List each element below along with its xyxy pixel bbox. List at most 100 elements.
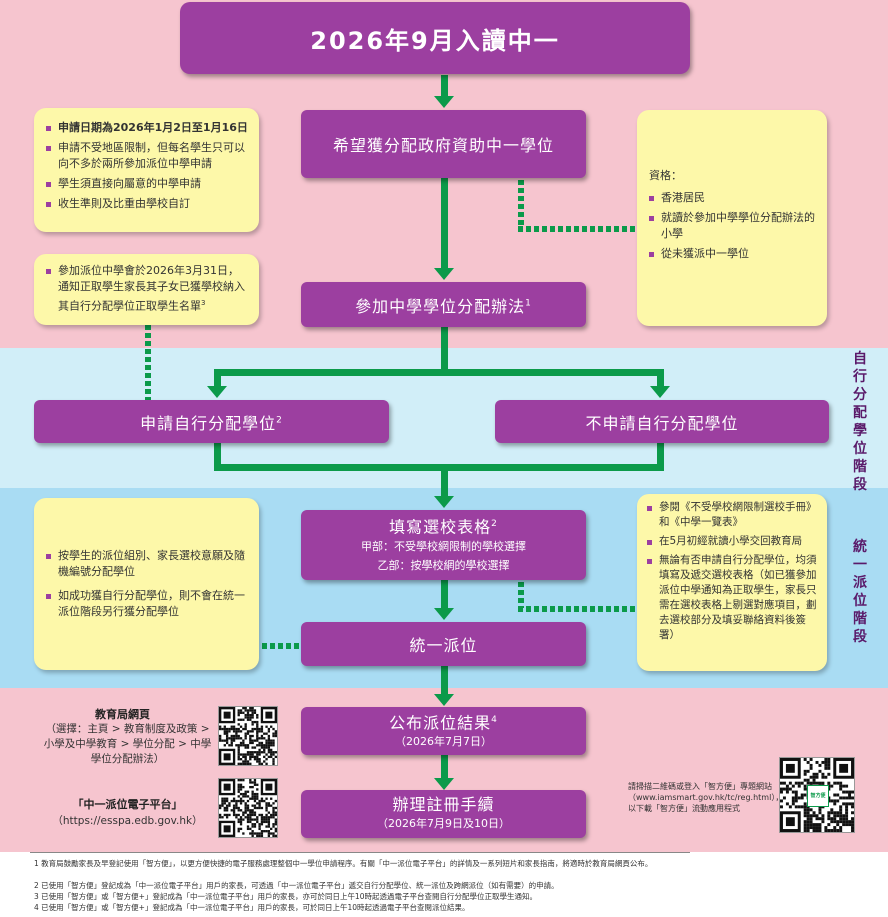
iamsmart-qr-code[interactable]: 智方便 bbox=[779, 757, 855, 833]
qr-module bbox=[239, 744, 243, 747]
qr-module bbox=[833, 829, 837, 832]
qr-module bbox=[265, 818, 268, 821]
register-step-label: 辦理註冊手續 bbox=[392, 795, 495, 814]
qr-module bbox=[242, 744, 245, 747]
qr-module bbox=[263, 737, 266, 740]
qr-module bbox=[235, 730, 238, 733]
qr-module bbox=[246, 713, 250, 717]
edb-website-title: 教育局網頁 bbox=[95, 708, 150, 721]
qr-module bbox=[265, 809, 268, 812]
qr-module bbox=[239, 758, 243, 761]
cp-stage-label: 統一派位階段 bbox=[853, 539, 867, 645]
qr-module bbox=[235, 799, 238, 803]
qr-module bbox=[845, 823, 849, 827]
qr-module bbox=[256, 751, 259, 754]
qr-module bbox=[239, 820, 243, 824]
qr-module bbox=[235, 804, 238, 807]
qr-module bbox=[274, 834, 277, 837]
qr-module bbox=[251, 834, 254, 837]
qr-module bbox=[839, 781, 843, 785]
qr-module bbox=[232, 734, 236, 738]
qr-module bbox=[842, 823, 846, 827]
qr-module bbox=[785, 787, 789, 791]
qr-module bbox=[821, 760, 825, 764]
qr-module bbox=[251, 813, 254, 817]
qr-module bbox=[237, 711, 240, 714]
qr-module bbox=[270, 744, 273, 747]
qr-module bbox=[272, 741, 275, 745]
qr-module bbox=[249, 779, 252, 782]
note-item: 無論有否申請自行分配學位，均須填寫及遞交選校表格（如已獲參加派位中學通知為正取學… bbox=[647, 553, 819, 643]
qr-module bbox=[239, 823, 243, 826]
qr-module bbox=[272, 758, 275, 761]
qr-module bbox=[253, 779, 257, 782]
qr-module bbox=[270, 797, 273, 800]
qr-module bbox=[242, 711, 245, 714]
esspa-url[interactable]: （https://esspa.edb.gov.hk） bbox=[52, 815, 203, 827]
arrow-to-central bbox=[434, 608, 454, 620]
qr-module bbox=[251, 727, 254, 731]
qr-module bbox=[265, 806, 268, 810]
qr-module bbox=[265, 820, 268, 824]
connector-merge-horizontal bbox=[214, 464, 664, 471]
qr-module bbox=[249, 755, 252, 759]
qr-module bbox=[851, 796, 854, 800]
qr-module bbox=[809, 817, 813, 821]
qr-module bbox=[251, 751, 254, 754]
qr-module bbox=[788, 787, 792, 791]
qr-module bbox=[803, 820, 807, 824]
qr-module bbox=[827, 772, 831, 776]
qr-module bbox=[267, 832, 271, 835]
qr-module bbox=[827, 823, 831, 827]
edb-qr-code[interactable] bbox=[218, 706, 278, 766]
qr-module bbox=[827, 811, 831, 815]
qr-module bbox=[237, 783, 240, 786]
qr-module bbox=[803, 823, 807, 827]
qr-module bbox=[265, 744, 268, 747]
no-dp-label: 不申請自行分配學位 bbox=[585, 413, 739, 433]
arrow-to-wish bbox=[434, 96, 454, 108]
form-step-sup: 2 bbox=[491, 519, 498, 530]
qr-module bbox=[223, 813, 226, 817]
qr-module bbox=[803, 814, 807, 818]
qr-module bbox=[797, 805, 801, 809]
qr-module bbox=[244, 734, 247, 738]
qr-module bbox=[253, 811, 257, 814]
qr-module bbox=[263, 820, 266, 824]
qr-module bbox=[806, 808, 810, 812]
qr-module bbox=[256, 802, 259, 805]
qr-module bbox=[260, 813, 264, 817]
connector-split-left bbox=[214, 369, 221, 387]
qr-module bbox=[242, 760, 245, 763]
qr-module bbox=[228, 802, 231, 805]
qr-module bbox=[249, 762, 252, 765]
qr-module bbox=[256, 816, 259, 819]
qr-module bbox=[239, 741, 243, 745]
qr-module bbox=[221, 804, 224, 807]
connector-wish-join bbox=[441, 178, 448, 270]
qr-module bbox=[260, 734, 264, 738]
note-item: 申請不受地區限制，但每名學生只可以向不多於兩所參加派位中學申請 bbox=[46, 140, 249, 172]
qr-module bbox=[260, 727, 264, 731]
qr-module bbox=[260, 725, 264, 728]
qr-module bbox=[270, 725, 273, 728]
qr-module bbox=[812, 772, 816, 776]
note-item: 在5月初經就讀小學交回教育局 bbox=[647, 534, 819, 549]
qr-module bbox=[235, 744, 238, 747]
qr-module bbox=[272, 751, 275, 754]
esspa-qr-code[interactable] bbox=[218, 778, 278, 838]
edb-qr-graphic bbox=[219, 707, 277, 765]
qr-module bbox=[272, 816, 275, 819]
qr-module bbox=[830, 784, 834, 788]
qr-module bbox=[237, 827, 240, 831]
qr-module bbox=[265, 802, 268, 805]
qr-module bbox=[812, 781, 816, 785]
qr-module bbox=[270, 827, 273, 831]
qr-module bbox=[809, 775, 813, 779]
connector-join-split bbox=[441, 327, 448, 372]
qr-module bbox=[246, 760, 250, 763]
connector-merge-left bbox=[214, 443, 221, 471]
qr-module bbox=[244, 744, 247, 747]
qr-module bbox=[225, 739, 229, 742]
qr-module bbox=[244, 727, 247, 731]
